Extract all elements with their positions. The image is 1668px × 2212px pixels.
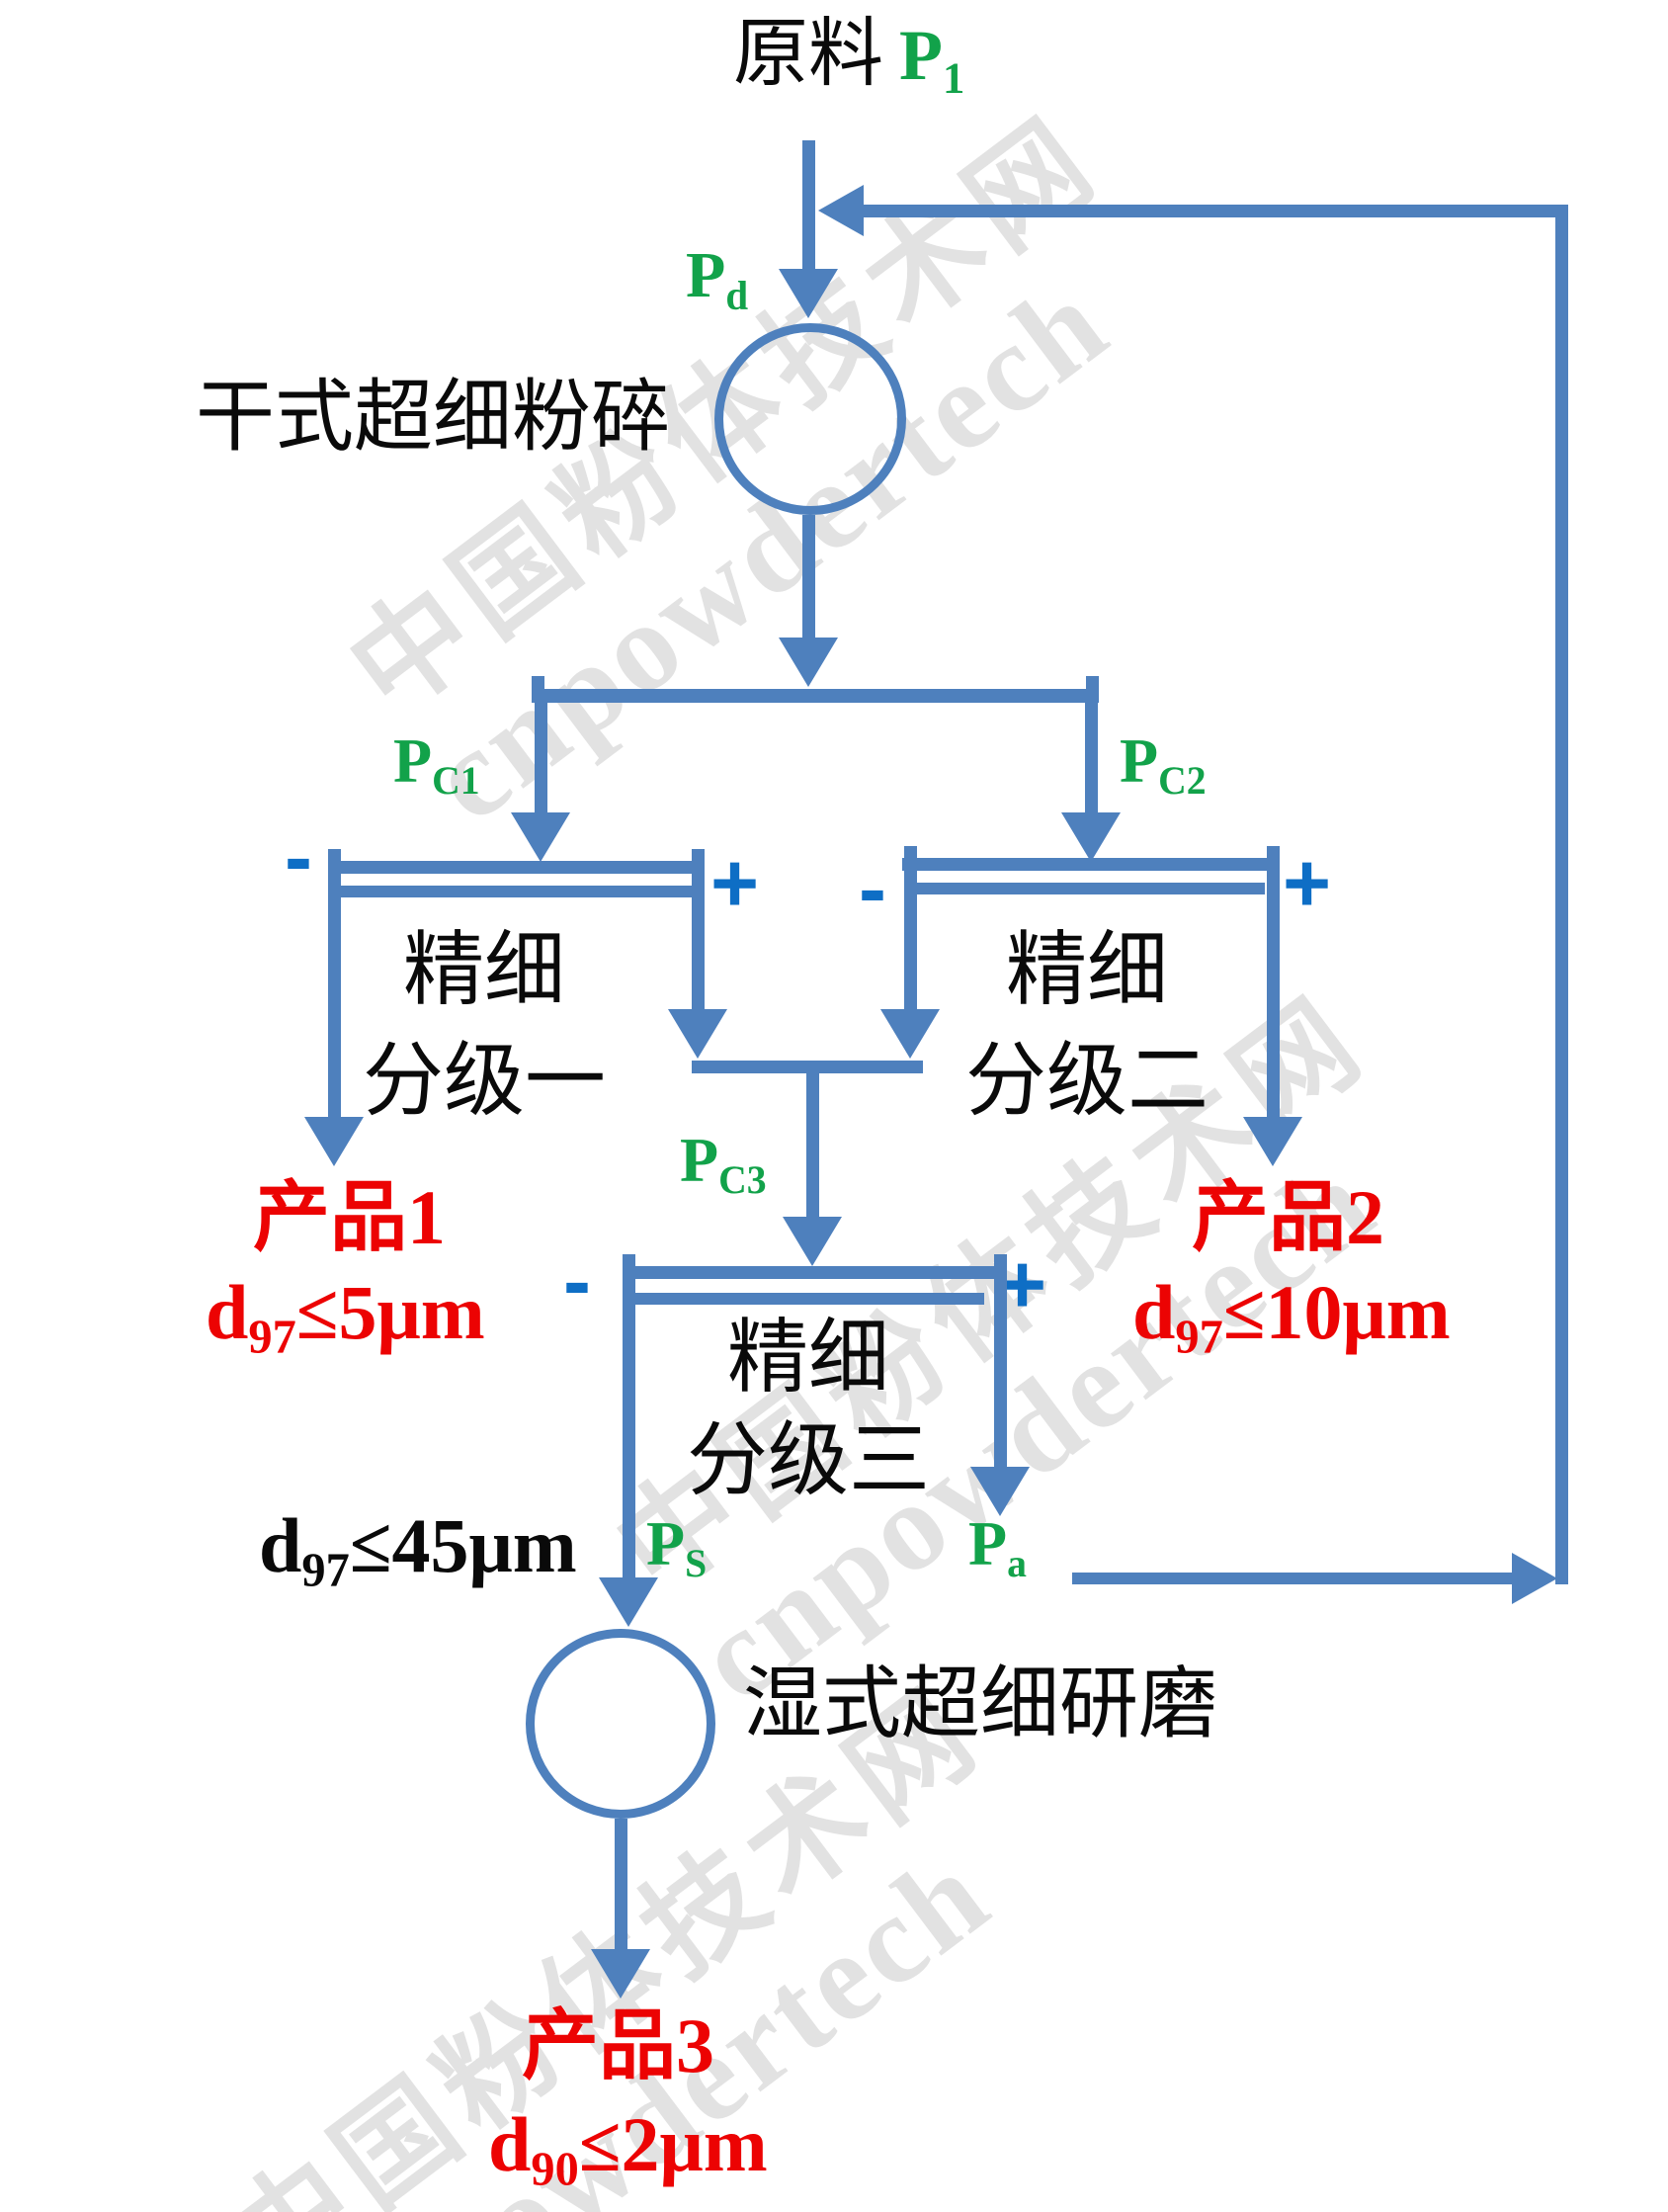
classifier3-fines-line (623, 1254, 635, 1579)
collector-bar (692, 1061, 923, 1073)
wet-out-line (615, 1819, 627, 1951)
feed-line (802, 140, 815, 273)
dry-grinding-node (714, 323, 906, 515)
stream-spec-d97-45: d97≤45μm (259, 1502, 577, 1597)
arrowhead-down-icon (304, 1117, 364, 1166)
product3-spec: d90≤2μm (488, 2101, 768, 2196)
arrowhead-down-icon (1243, 1117, 1302, 1166)
stream-pc2-label: PC2 (1120, 725, 1207, 803)
arrowhead-right-icon (1512, 1553, 1557, 1604)
classifier3-label: 精细 分级三 (686, 1313, 930, 1505)
arrowhead-down-icon (970, 1467, 1030, 1516)
stream-p1-label: P1 (899, 16, 965, 103)
classifier2-coarse-line (1267, 846, 1280, 1119)
stream-pc3-label: PC3 (680, 1125, 767, 1202)
arrowhead-down-icon (591, 1949, 650, 1999)
split-bar-left-cap (532, 676, 544, 703)
classifier1-minus-sign: - (285, 810, 312, 903)
classifier1-label: 精细 分级一 (362, 925, 606, 1126)
raw-material-label: 原料 (733, 13, 883, 96)
wet-grinding-label: 湿式超细研磨 (743, 1661, 1217, 1748)
split-bar-right-cap (1086, 676, 1099, 703)
product1-label: 产品1 (253, 1174, 447, 1260)
classifier1-coarse-line (692, 849, 705, 1011)
arrowhead-down-icon (599, 1577, 658, 1627)
classifier3-coarse-line (994, 1254, 1007, 1469)
product2-spec: d97≤10μm (1132, 1269, 1451, 1364)
recycle-right-line (1555, 205, 1568, 1584)
stream-ps-label: PS (646, 1508, 708, 1585)
product3-label: 产品3 (522, 2002, 715, 2088)
classifier2-fines-line (904, 846, 917, 1011)
classifier1-fines-line (328, 849, 341, 1119)
classifier1-plus-sign: + (710, 836, 760, 929)
classifier2-minus-sign: - (859, 842, 886, 935)
wet-grinding-node (526, 1629, 715, 1819)
arrowhead-down-icon (511, 812, 570, 862)
recycle-top-line (862, 205, 1568, 217)
product2-label: 产品2 (1192, 1174, 1385, 1260)
recycle-bottom-line (1072, 1573, 1512, 1584)
split-bar (532, 689, 1099, 703)
collector-line (806, 1073, 819, 1219)
arrowhead-down-icon (1061, 812, 1121, 862)
classifier3-minus-sign: - (563, 1234, 591, 1327)
arrowhead-left-icon (818, 185, 864, 236)
stream-pc1-label: PC1 (393, 725, 480, 803)
classifier3-second-bar (631, 1293, 984, 1305)
dry-out-line (802, 515, 815, 639)
classifier2-second-bar (907, 883, 1265, 894)
branch-left-line (535, 703, 547, 814)
dry-grinding-label: 干式超细粉碎 (196, 375, 670, 462)
stream-pa-label: Pa (968, 1508, 1027, 1585)
classifier1-top-bar (328, 861, 705, 874)
classifier1-second-bar (336, 886, 698, 897)
classifier2-top-bar (902, 858, 1280, 871)
arrowhead-down-icon (668, 1009, 727, 1059)
product1-spec: d97≤5μm (206, 1269, 485, 1364)
classifier2-plus-sign: + (1283, 836, 1332, 929)
classifier2-label: 精细 分级二 (964, 925, 1209, 1126)
arrowhead-down-icon (779, 269, 838, 318)
classifier3-top-bar (625, 1266, 1007, 1279)
arrowhead-down-icon (783, 1217, 842, 1266)
arrowhead-down-icon (779, 638, 838, 687)
arrowhead-down-icon (880, 1009, 940, 1059)
branch-right-line (1085, 703, 1098, 814)
stream-pd-label: Pd (686, 239, 749, 318)
